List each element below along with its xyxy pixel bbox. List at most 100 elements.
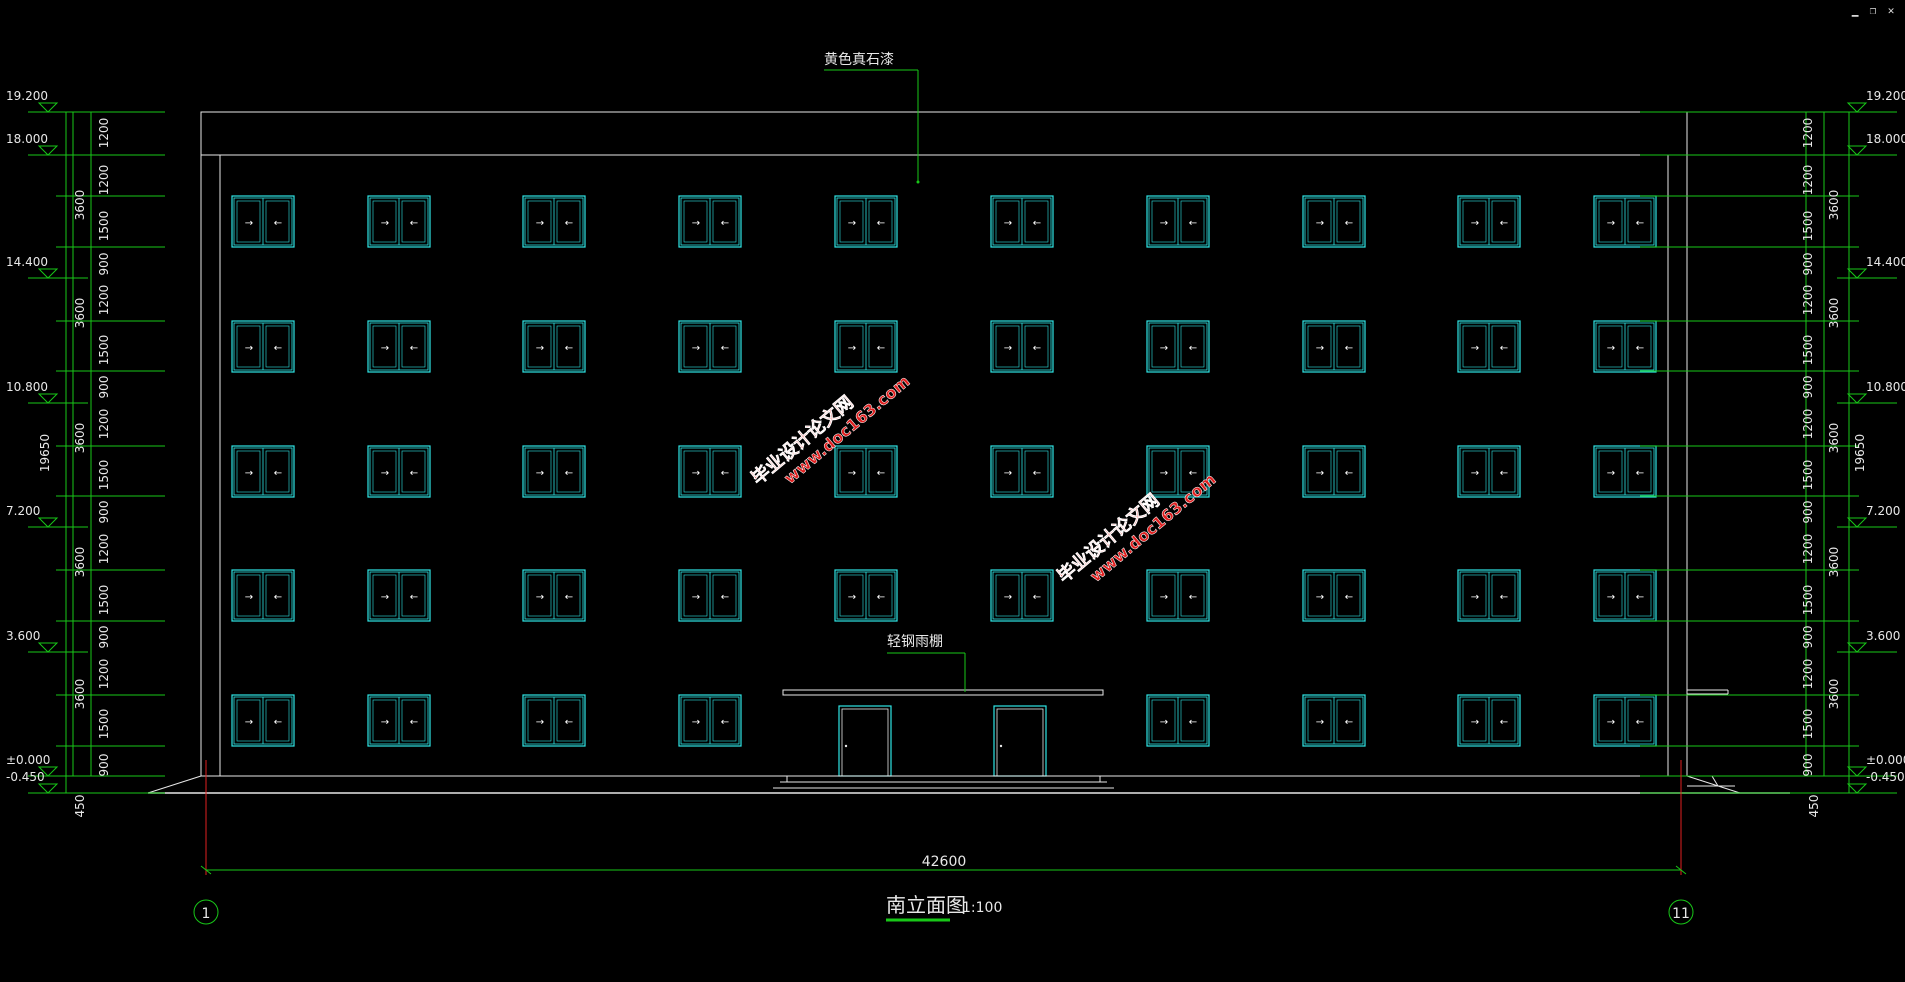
window-arrow-left: → bbox=[245, 468, 253, 479]
window-frame bbox=[522, 195, 586, 248]
window-frame bbox=[990, 195, 1054, 248]
total-height-right: 19650 bbox=[1853, 434, 1867, 472]
window-sash-right bbox=[1180, 325, 1205, 368]
window-sash-right bbox=[1336, 574, 1361, 617]
window-arrow-left: → bbox=[1471, 468, 1479, 479]
window-sash-right bbox=[556, 325, 581, 368]
minimize-button[interactable]: ▁ bbox=[1851, 4, 1859, 17]
door-handle bbox=[844, 744, 848, 748]
window-arrow-left: → bbox=[536, 717, 544, 728]
window-sash-left bbox=[1462, 325, 1487, 368]
window-sash-left bbox=[683, 200, 708, 243]
window-arrow-right: ← bbox=[1189, 343, 1197, 354]
window-arrow-left: → bbox=[692, 343, 700, 354]
window-arrow-right: ← bbox=[1189, 592, 1197, 603]
elev-triangle bbox=[37, 783, 59, 794]
window-arrow-right: ← bbox=[877, 343, 885, 354]
overall-dim-tick-left bbox=[200, 865, 212, 875]
window-frame bbox=[367, 195, 431, 248]
close-button[interactable]: ✕ bbox=[1887, 4, 1895, 17]
window: →← bbox=[834, 195, 898, 248]
axis-bubble-left bbox=[193, 899, 219, 925]
window-sash-left bbox=[527, 325, 552, 368]
window: →← bbox=[1457, 195, 1521, 248]
segment-dim: 1500 bbox=[97, 709, 111, 740]
window-arrow-right: ← bbox=[274, 343, 282, 354]
window: →← bbox=[1146, 445, 1210, 498]
door bbox=[838, 705, 892, 777]
window: →← bbox=[678, 694, 742, 747]
window-sash-right bbox=[1180, 574, 1205, 617]
window-sash-right bbox=[1627, 450, 1652, 493]
elevation-label: 10.800 bbox=[1866, 380, 1905, 394]
window-frame bbox=[367, 569, 431, 622]
window-frame bbox=[367, 445, 431, 498]
window: →← bbox=[678, 195, 742, 248]
window-sash-right bbox=[1491, 325, 1516, 368]
elevation-label: 19.200 bbox=[1866, 89, 1905, 103]
window-arrow-right: ← bbox=[877, 592, 885, 603]
window-sash-left bbox=[1307, 699, 1332, 742]
window-sash-left bbox=[995, 325, 1020, 368]
window: →← bbox=[522, 569, 586, 622]
segment-dim: 900 bbox=[97, 376, 111, 399]
window-sash-left bbox=[839, 200, 864, 243]
window-sash-left bbox=[839, 574, 864, 617]
window-sash-right bbox=[1180, 200, 1205, 243]
window-sash-right bbox=[1336, 325, 1361, 368]
window-arrow-left: → bbox=[1607, 592, 1615, 603]
window-sash-left bbox=[527, 574, 552, 617]
window-sash-right bbox=[1024, 574, 1049, 617]
elevation-label: 14.400 bbox=[6, 255, 48, 269]
window-arrow-right: ← bbox=[1500, 592, 1508, 603]
door-frame bbox=[993, 705, 1047, 777]
window-sash-right bbox=[401, 450, 426, 493]
ground-slope-right bbox=[1686, 775, 1741, 794]
restore-button[interactable]: ❐ bbox=[1869, 4, 1877, 17]
segment-dim: 900 bbox=[1801, 501, 1815, 524]
window-frame bbox=[1593, 320, 1657, 373]
elevation-mark: ±0.000 bbox=[1837, 753, 1905, 777]
window-frame bbox=[834, 195, 898, 248]
segment-dim: 1200 bbox=[1801, 659, 1815, 690]
window-frame bbox=[1457, 694, 1521, 747]
segment-dim: 900 bbox=[1801, 754, 1815, 777]
window-arrow-right: ← bbox=[721, 592, 729, 603]
segment-dim: 900 bbox=[97, 501, 111, 524]
window-sash-right bbox=[712, 450, 737, 493]
window-frame bbox=[1302, 445, 1366, 498]
labels: 黄色真石漆 轻钢雨棚 42600 南立面图 1:100 1 11 bbox=[202, 51, 1690, 922]
elevation-mark: 14.400 bbox=[6, 255, 88, 279]
segment-dim: 1200 bbox=[97, 659, 111, 690]
door-frame bbox=[838, 705, 892, 777]
floor-dim: 3600 bbox=[73, 547, 87, 578]
window-sash-left bbox=[995, 450, 1020, 493]
elev-triangle bbox=[1846, 102, 1868, 113]
dimension-lines: 1200120015009001200150090012001500900120… bbox=[38, 69, 1867, 925]
segment-dim: 1200 bbox=[97, 165, 111, 196]
window: →← bbox=[834, 569, 898, 622]
overall-dimension: 42600 bbox=[922, 854, 967, 870]
window-sash-left bbox=[236, 200, 261, 243]
window-sash-right bbox=[1336, 200, 1361, 243]
window-sash-right bbox=[868, 200, 893, 243]
segment-dim: 900 bbox=[97, 626, 111, 649]
segment-dim: 1200 bbox=[97, 285, 111, 316]
axis-label-right: 11 bbox=[1672, 906, 1690, 922]
window: →← bbox=[1302, 195, 1366, 248]
window-arrow-left: → bbox=[1471, 218, 1479, 229]
window-arrow-left: → bbox=[381, 343, 389, 354]
window-arrow-left: → bbox=[848, 343, 856, 354]
window-sash-right bbox=[712, 574, 737, 617]
elevation-label: 18.000 bbox=[1866, 132, 1905, 146]
window-sash-right bbox=[556, 699, 581, 742]
window-sash-right bbox=[1491, 450, 1516, 493]
window-arrow-right: ← bbox=[274, 468, 282, 479]
window-sash-left bbox=[1307, 325, 1332, 368]
elev-triangle bbox=[1846, 642, 1868, 653]
elev-triangle bbox=[37, 268, 59, 279]
window-sash-left bbox=[236, 574, 261, 617]
window-arrow-right: ← bbox=[1345, 218, 1353, 229]
window: →← bbox=[1302, 320, 1366, 373]
window-frame bbox=[678, 320, 742, 373]
